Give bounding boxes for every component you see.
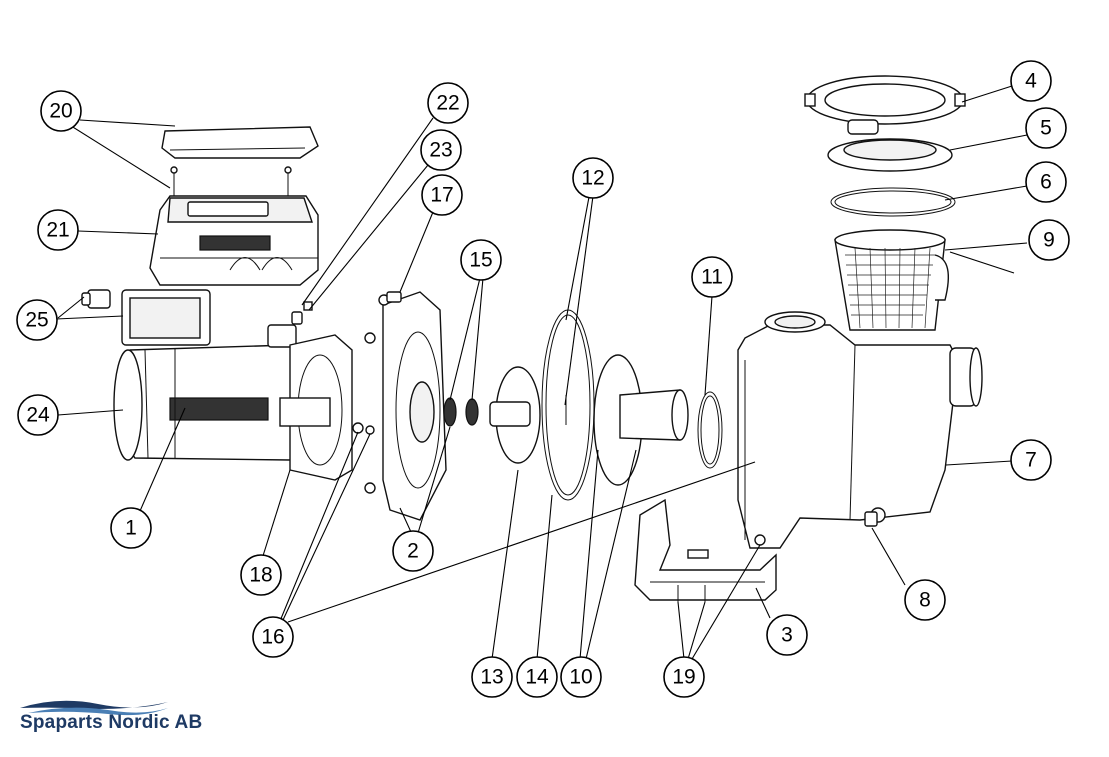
callout-label-25: 25 xyxy=(25,309,48,332)
callout-label-7: 7 xyxy=(1025,449,1037,472)
callout-label-2: 2 xyxy=(407,540,419,563)
callout-label-13: 13 xyxy=(480,666,503,689)
callout-label-22: 22 xyxy=(436,92,459,115)
callout-2: 2 xyxy=(392,530,434,572)
callout-10: 10 xyxy=(560,656,602,698)
callout-label-4: 4 xyxy=(1025,70,1037,93)
callout-label-12: 12 xyxy=(581,167,604,190)
part-drain-plug xyxy=(864,507,886,527)
callout-label-24: 24 xyxy=(26,404,50,427)
callout-label-9: 9 xyxy=(1043,229,1055,252)
callout-13: 13 xyxy=(471,656,513,698)
part-strainer-lid xyxy=(827,138,953,172)
callout-21: 21 xyxy=(37,209,79,251)
callout-label-15: 15 xyxy=(469,249,492,272)
callout-label-21: 21 xyxy=(46,219,69,242)
leader-lines xyxy=(55,85,1028,660)
part-o-ring-11 xyxy=(697,391,723,469)
callout-label-20: 20 xyxy=(49,100,72,123)
callout-label-6: 6 xyxy=(1040,171,1052,194)
part-motor-flange xyxy=(279,334,353,481)
part-impeller xyxy=(489,366,541,464)
part-pump-housing xyxy=(737,311,983,549)
callout-20: 20 xyxy=(40,90,82,132)
callout-label-1: 1 xyxy=(125,517,137,540)
callout-9: 9 xyxy=(1028,219,1070,261)
callout-12: 12 xyxy=(572,157,614,199)
callout-label-19: 19 xyxy=(672,666,695,689)
part-hardware-16 xyxy=(352,422,375,435)
part-flange-bolt xyxy=(386,291,402,303)
callout-8: 8 xyxy=(904,579,946,621)
callout-1: 1 xyxy=(110,507,152,549)
part-seal-plate xyxy=(364,291,447,521)
callout-25: 25 xyxy=(16,299,58,341)
part-lock-ring xyxy=(804,75,966,135)
callout-15: 15 xyxy=(460,239,502,281)
part-lid-o-ring xyxy=(830,187,956,217)
part-fittings-22-23 xyxy=(291,301,313,325)
part-diffuser-gasket xyxy=(541,309,595,501)
callout-label-5: 5 xyxy=(1040,117,1052,140)
part-mechanical-seal xyxy=(443,397,479,427)
callout-6: 6 xyxy=(1025,161,1067,203)
callout-23: 23 xyxy=(420,129,462,171)
part-base-foot xyxy=(634,498,777,601)
part-motor xyxy=(113,289,301,461)
callout-22: 22 xyxy=(427,82,469,124)
callout-label-3: 3 xyxy=(781,624,793,647)
part-lid-screws xyxy=(170,166,292,205)
brand-wave-logo-icon xyxy=(20,700,168,716)
callout-label-11: 11 xyxy=(701,266,723,289)
part-cable-gland xyxy=(81,289,111,309)
callout-18: 18 xyxy=(240,554,282,596)
callout-label-16: 16 xyxy=(261,626,284,649)
callout-label-23: 23 xyxy=(429,139,452,162)
callout-3: 3 xyxy=(766,614,808,656)
brand-name: Spaparts Nordic AB xyxy=(20,712,203,733)
callout-7: 7 xyxy=(1010,439,1052,481)
callout-5: 5 xyxy=(1025,107,1067,149)
callout-17: 17 xyxy=(421,174,463,216)
callout-11: 11 xyxy=(691,256,733,298)
callout-label-14: 14 xyxy=(525,666,549,689)
part-strainer-basket xyxy=(834,229,949,331)
callout-label-18: 18 xyxy=(249,564,272,587)
callout-4: 4 xyxy=(1010,60,1052,102)
callout-14: 14 xyxy=(516,656,558,698)
callout-16: 16 xyxy=(252,616,294,658)
callout-label-8: 8 xyxy=(919,589,931,612)
callout-label-10: 10 xyxy=(569,666,592,689)
callout-24: 24 xyxy=(17,394,59,436)
part-diffuser xyxy=(593,354,689,486)
part-controller-lid xyxy=(161,126,319,159)
callout-19: 19 xyxy=(663,656,705,698)
part-controller-body xyxy=(149,195,319,286)
callout-label-17: 17 xyxy=(430,184,453,207)
